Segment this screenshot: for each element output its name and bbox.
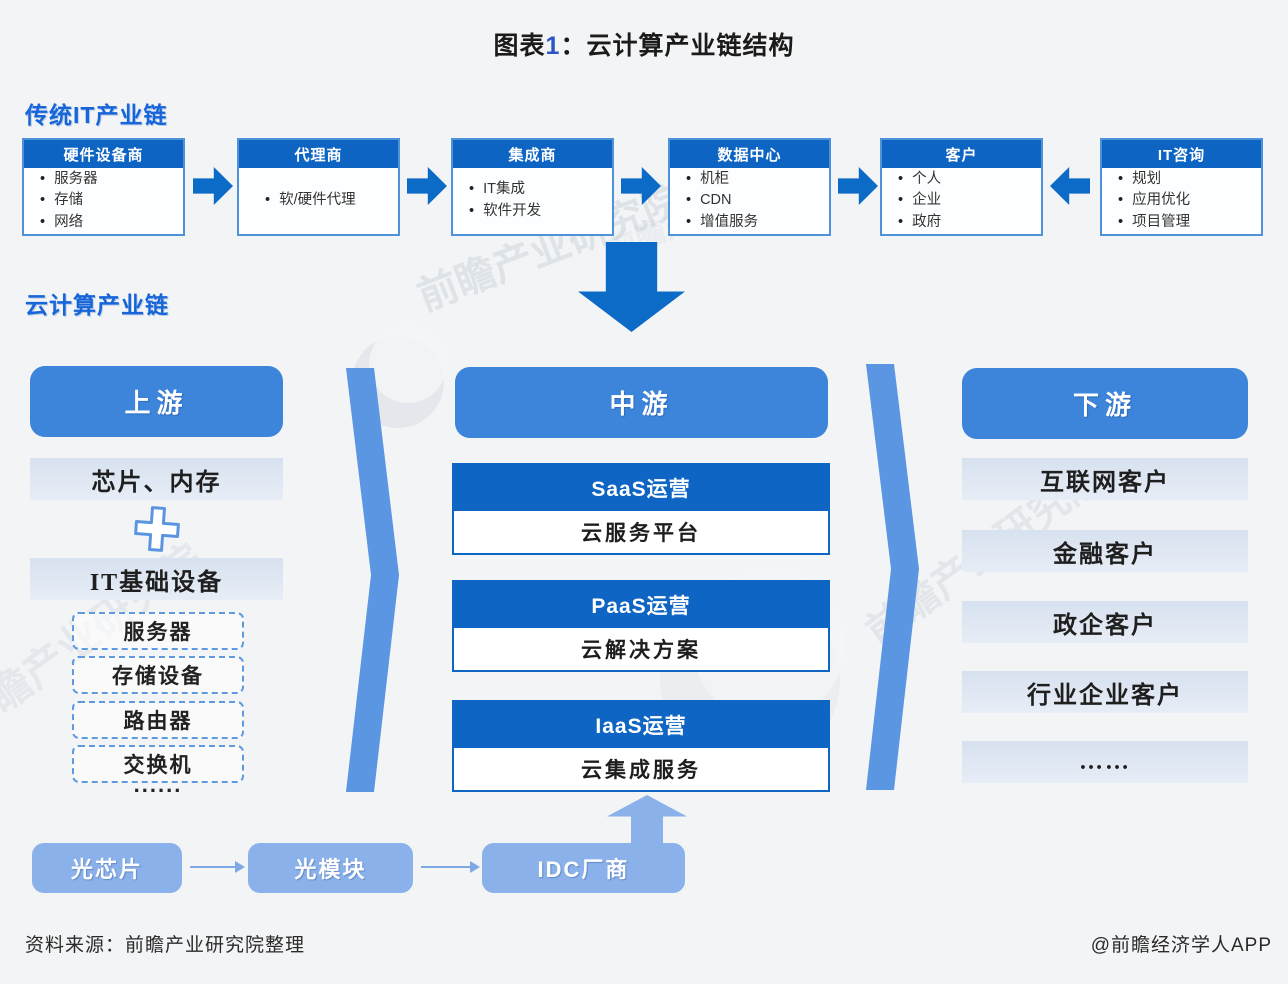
flow-arrow-right-icon — [838, 167, 878, 205]
box-header: 代理商 — [239, 140, 398, 168]
downstream-item-finance: 金融客户 — [962, 530, 1248, 572]
section-label-traditional: 传统IT产业链 — [25, 102, 168, 128]
box-header: IT咨询 — [1102, 140, 1261, 168]
downstream-item-industry-enterprise: 行业企业客户 — [962, 671, 1248, 713]
flow-arrow-left-icon — [1050, 167, 1090, 205]
layer-body: 云集成服务 — [581, 758, 701, 782]
list-item: 机柜 — [686, 170, 829, 190]
big-down-arrow-icon — [578, 242, 685, 332]
list-item: 项目管理 — [1118, 213, 1261, 233]
downstream-item-ellipsis: …… — [962, 741, 1248, 783]
plus-icon — [134, 506, 180, 552]
box-body: IT集成 软件开发 — [453, 168, 612, 234]
midstream-header: 中游 — [455, 367, 828, 438]
source-note: 资料来源：前瞻产业研究院整理 — [25, 935, 306, 956]
upstream-dashed-server: 服务器 — [72, 612, 244, 650]
box-body: 服务器 存储 网络 — [24, 168, 183, 234]
box-header: 集成商 — [453, 140, 612, 168]
traditional-box-it-consulting: IT咨询 规划 应用优化 项目管理 — [1100, 138, 1263, 236]
title-colon: ： — [560, 32, 587, 60]
list-item: CDN — [686, 191, 829, 211]
downstream-item-gov-enterprise: 政企客户 — [962, 601, 1248, 643]
right-chevron-swoosh-icon — [866, 364, 919, 790]
upstream-dashed-storage: 存储设备 — [72, 656, 244, 694]
list-item: 应用优化 — [1118, 191, 1261, 211]
upstream-item-chips-memory: 芯片、内存 — [30, 458, 283, 500]
list-item: 网络 — [40, 213, 183, 233]
list-item: 个人 — [898, 170, 1041, 190]
list-item: 软/硬件代理 — [265, 191, 398, 211]
upstream-header: 上游 — [30, 366, 283, 437]
list-item: 服务器 — [40, 170, 183, 190]
layer-header: IaaS运营 — [454, 702, 828, 748]
flow-arrow-right-icon — [407, 167, 447, 205]
credit-note: @前瞻经济学人APP — [1090, 935, 1272, 956]
layer-header: SaaS运营 — [454, 465, 828, 511]
optical-chip-box: 光芯片 — [32, 843, 182, 893]
title-prefix: 图表 — [493, 32, 546, 60]
box-body: 个人 企业 政府 — [882, 168, 1041, 234]
flow-arrow-right-icon — [621, 167, 661, 205]
traditional-box-datacenter: 数据中心 机柜 CDN 增值服务 — [668, 138, 831, 236]
idc-vendor-box: IDC厂商 — [482, 843, 685, 893]
section-label-cloud: 云计算产业链 — [25, 292, 169, 318]
upstream-dashed-router: 路由器 — [72, 701, 244, 739]
traditional-box-agent: 代理商 软/硬件代理 — [237, 138, 400, 236]
box-body: 机柜 CDN 增值服务 — [670, 168, 829, 234]
optical-module-box: 光模块 — [248, 843, 413, 893]
title-number: 1 — [545, 32, 561, 60]
page-title: 图表1：云计算产业链结构 — [0, 26, 1288, 62]
box-header: 数据中心 — [670, 140, 829, 168]
traditional-box-hardware: 硬件设备商 服务器 存储 网络 — [22, 138, 185, 236]
list-item: 规划 — [1118, 170, 1261, 190]
midstream-layer-iaas: IaaS运营 云集成服务 — [452, 700, 830, 792]
box-body: 规划 应用优化 项目管理 — [1102, 168, 1261, 234]
list-item: IT集成 — [469, 180, 612, 200]
title-main: 云计算产业链结构 — [586, 32, 795, 60]
box-header: 硬件设备商 — [24, 140, 183, 168]
thin-arrow-right-icon — [421, 861, 480, 873]
midstream-layer-saas: SaaS运营 云服务平台 — [452, 463, 830, 555]
list-item: 政府 — [898, 213, 1041, 233]
upstream-dashed-switch: 交换机 — [72, 745, 244, 783]
upstream-ellipsis: ...... — [133, 772, 183, 797]
layer-body: 云服务平台 — [581, 521, 701, 545]
thin-arrow-right-icon — [190, 861, 245, 873]
up-arrow-icon — [607, 795, 687, 844]
downstream-header: 下游 — [962, 368, 1248, 439]
traditional-box-customer: 客户 个人 企业 政府 — [880, 138, 1043, 236]
list-item: 企业 — [898, 191, 1041, 211]
list-item: 增值服务 — [686, 213, 829, 233]
list-item: 软件开发 — [469, 202, 612, 222]
upstream-item-it-infrastructure: IT基础设备 — [30, 558, 283, 600]
layer-header: PaaS运营 — [454, 582, 828, 628]
box-header: 客户 — [882, 140, 1041, 168]
box-body: 软/硬件代理 — [239, 168, 398, 234]
list-item: 存储 — [40, 191, 183, 211]
flow-arrow-right-icon — [193, 167, 233, 205]
layer-body: 云解决方案 — [581, 638, 701, 662]
midstream-layer-paas: PaaS运营 云解决方案 — [452, 580, 830, 672]
left-chevron-swoosh-icon — [346, 368, 399, 792]
downstream-item-internet: 互联网客户 — [962, 458, 1248, 500]
traditional-box-integrator: 集成商 IT集成 软件开发 — [451, 138, 614, 236]
